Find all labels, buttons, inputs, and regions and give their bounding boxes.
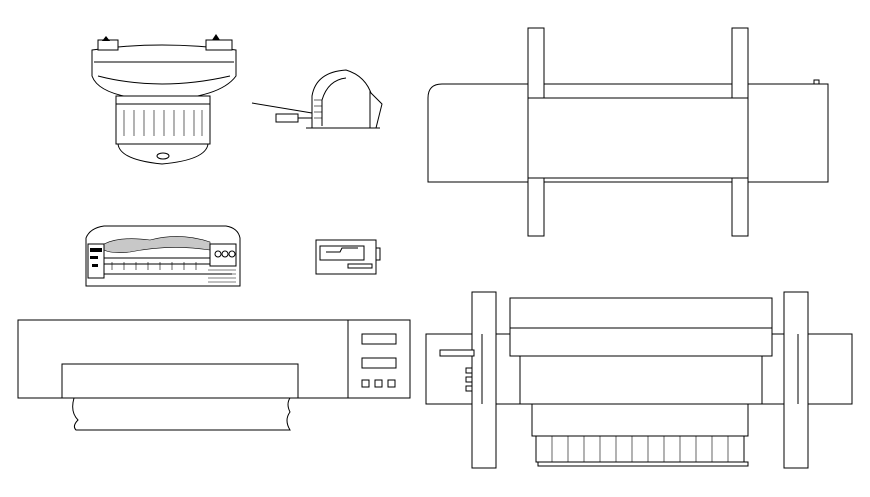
large-format-plotter-front-view <box>425 291 853 469</box>
inkjet-printer-top-view <box>91 34 237 165</box>
inkjet-printer-side-view <box>251 69 383 129</box>
desktop-printer-front-view <box>85 225 241 287</box>
wide-printer-front-view <box>17 319 411 431</box>
wide-format-plotter-top-view <box>427 27 829 237</box>
small-printer-front-view <box>315 239 381 275</box>
